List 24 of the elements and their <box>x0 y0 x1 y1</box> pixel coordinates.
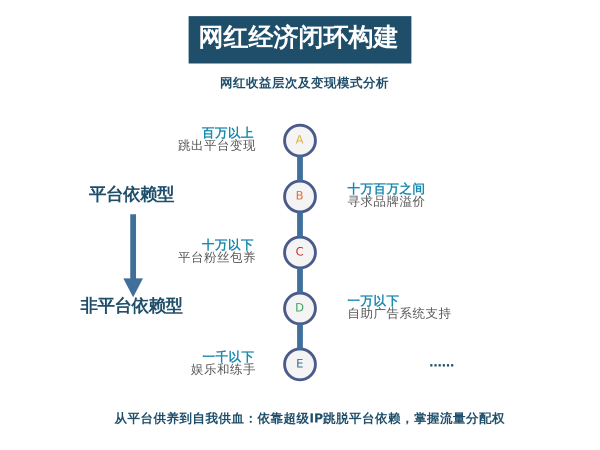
connector <box>297 268 303 293</box>
connector <box>297 324 303 349</box>
connector <box>297 156 303 182</box>
node-circle: C <box>283 236 317 270</box>
label: …… <box>429 354 454 370</box>
label: 网红收益层次及变现模式分析 <box>220 74 389 90</box>
node-text: 非平台依赖型 <box>80 296 183 317</box>
node-label: 一千以下 <box>202 348 255 364</box>
node-label: 平台粉丝包养 <box>178 250 256 265</box>
node-label: 跳出平台变现 <box>178 138 256 153</box>
arrow <box>123 214 143 298</box>
node-text: 平台依赖型 <box>89 184 174 205</box>
connector <box>297 212 303 237</box>
node-circle: A <box>283 124 317 158</box>
node-label: 百万以上 <box>202 125 254 140</box>
node-label: 十万百万之间 <box>348 181 426 196</box>
node-circle: E <box>283 348 317 382</box>
label: 从平台供养到自我供血：依靠超级IP跳脱平台依赖，掌握流量分配权 <box>114 410 506 426</box>
node-circle: B <box>283 180 317 214</box>
diagram-title: 网红经济闭环构建 <box>198 22 399 52</box>
node-label: 寻求品牌溢价 <box>348 194 426 209</box>
node-label: 一万以下 <box>348 292 400 308</box>
node-circle: D <box>283 292 317 326</box>
node-label: 十万以下 <box>202 237 254 252</box>
